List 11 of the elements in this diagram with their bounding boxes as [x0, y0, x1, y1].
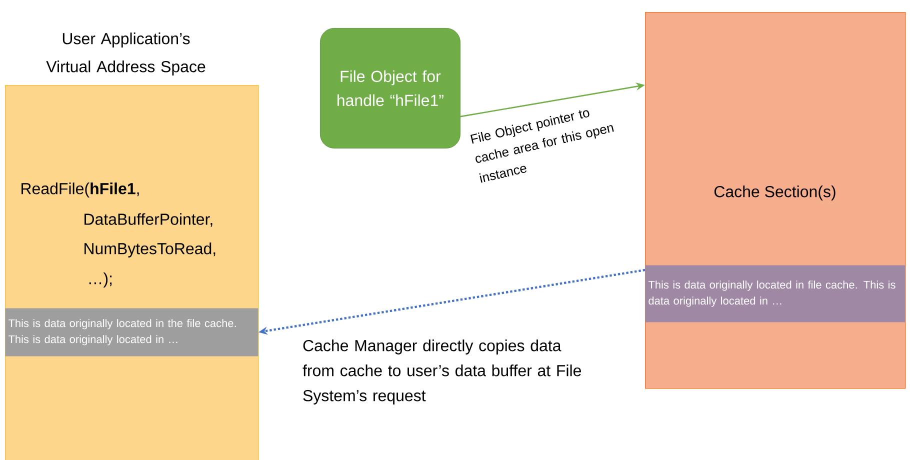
code-line: …);: [89, 272, 112, 288]
box-heading: Cache Section(s): [714, 186, 836, 200]
data-band: This is data originally located in file cache. This is data originally located in …: [645, 265, 906, 322]
edge-label: Cache Manager directly copies data from cache to user’s data buffer at File System’s request: [302, 340, 581, 404]
box-heading: User Application’s Virtual Address Space: [46, 32, 206, 76]
edge-label: File Object pointer to cache area for this open instance: [470, 110, 614, 183]
code-line: NumBytesToRead,: [84, 242, 216, 258]
code-line: DataBufferPointer,: [84, 213, 212, 227]
object-box: File Object for handle “hFile1”: [320, 28, 460, 148]
data-band: This is data originally located in the file cache. This is data originally located in …: [5, 308, 258, 356]
code-line: ReadFile(hFile1,: [22, 182, 139, 198]
